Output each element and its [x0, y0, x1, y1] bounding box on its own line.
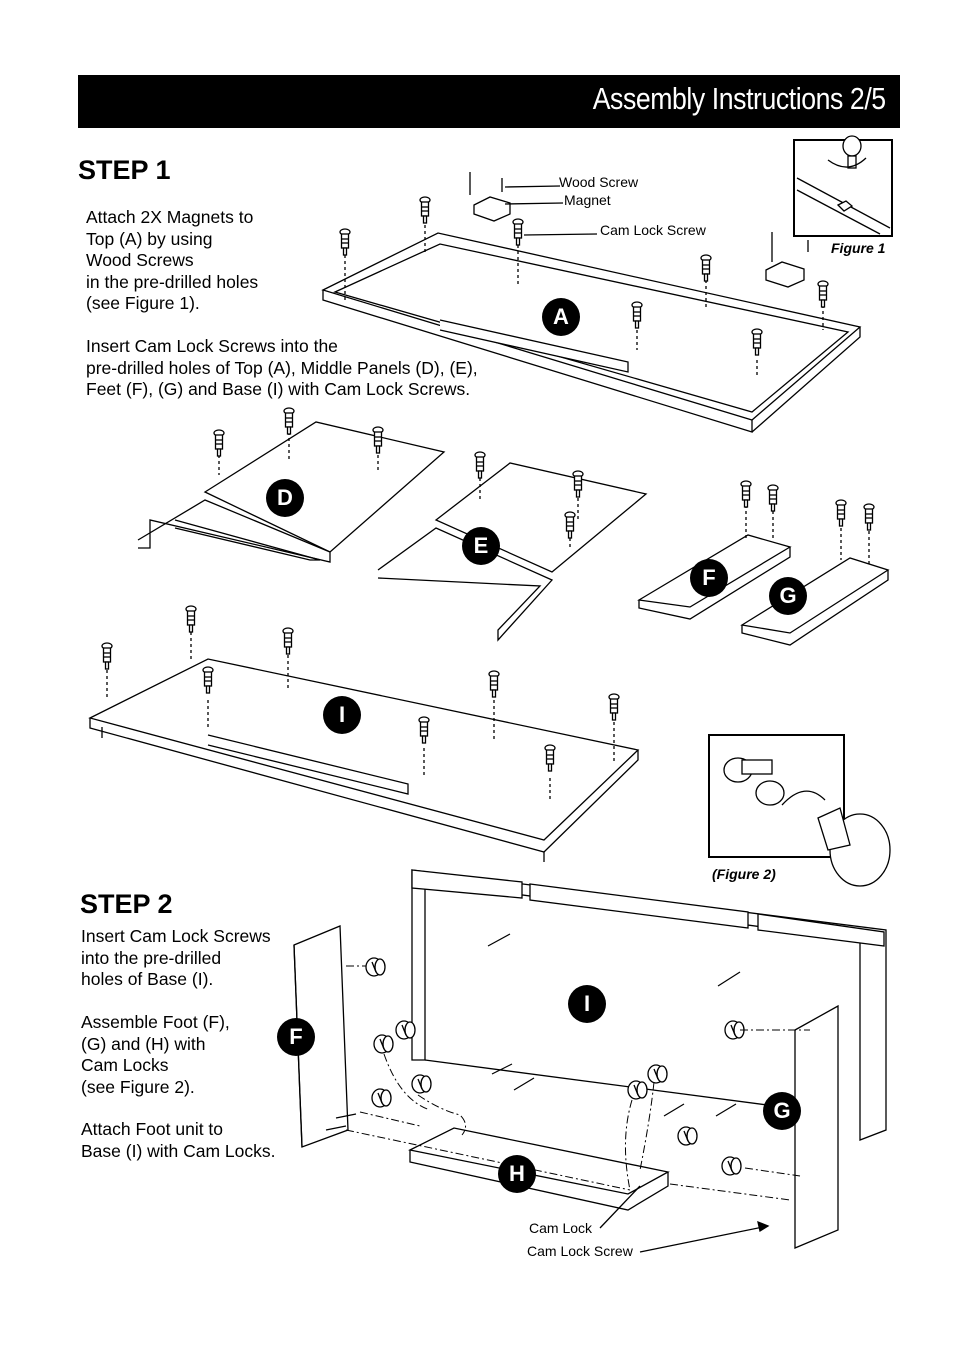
part-label-g-step2: G [763, 1092, 801, 1130]
callout-cam-lock-screw-step2: Cam Lock Screw [527, 1243, 633, 1259]
base-panel-i [88, 658, 640, 862]
callout-wood-screw: Wood Screw [559, 174, 639, 190]
part-label-d: D [266, 479, 304, 517]
step2-instructions-screws: Insert Cam Lock Screws into the pre-dril… [81, 926, 271, 989]
part-label-g: G [769, 577, 807, 615]
step2-instructions-attach: Attach Foot unit to Base (I) with Cam Lo… [81, 1119, 276, 1161]
foot-panel-g [740, 557, 890, 634]
part-label-f-step2: F [277, 1018, 315, 1056]
callout-cam-lock-screw: Cam Lock Screw [600, 222, 706, 238]
step1-instructions-magnets: Attach 2X Magnets to Top (A) by using Wo… [86, 207, 259, 313]
step2-heading: STEP 2 [80, 889, 173, 919]
middle-panel-e [377, 462, 648, 642]
figure1-caption: Figure 1 [831, 240, 886, 256]
base-panel-i-step2 [411, 869, 887, 1141]
page-title: Assembly Instructions 2/5 [592, 81, 886, 116]
header-banner: Assembly Instructions 2/5 [78, 75, 900, 128]
foot-panel-g-step2 [794, 1004, 839, 1249]
part-label-i: I [323, 696, 361, 734]
step1-instructions-screws: Insert Cam Lock Screws into the pre-dril… [86, 336, 478, 399]
part-label-h: H [498, 1155, 536, 1193]
part-label-f: F [690, 559, 728, 597]
callout-magnet: Magnet [564, 192, 611, 208]
callout-cam-lock: Cam Lock [529, 1220, 593, 1236]
part-label-a: A [542, 298, 580, 336]
figure2-caption: (Figure 2) [712, 866, 776, 882]
part-label-e: E [462, 527, 500, 565]
part-label-i-step2: I [568, 985, 606, 1023]
top-panel-a [321, 232, 862, 433]
step1-heading: STEP 1 [78, 155, 171, 185]
step2-instructions-assemble: Assemble Foot (F), (G) and (H) with Cam … [81, 1012, 230, 1097]
middle-panel-d [137, 421, 446, 563]
